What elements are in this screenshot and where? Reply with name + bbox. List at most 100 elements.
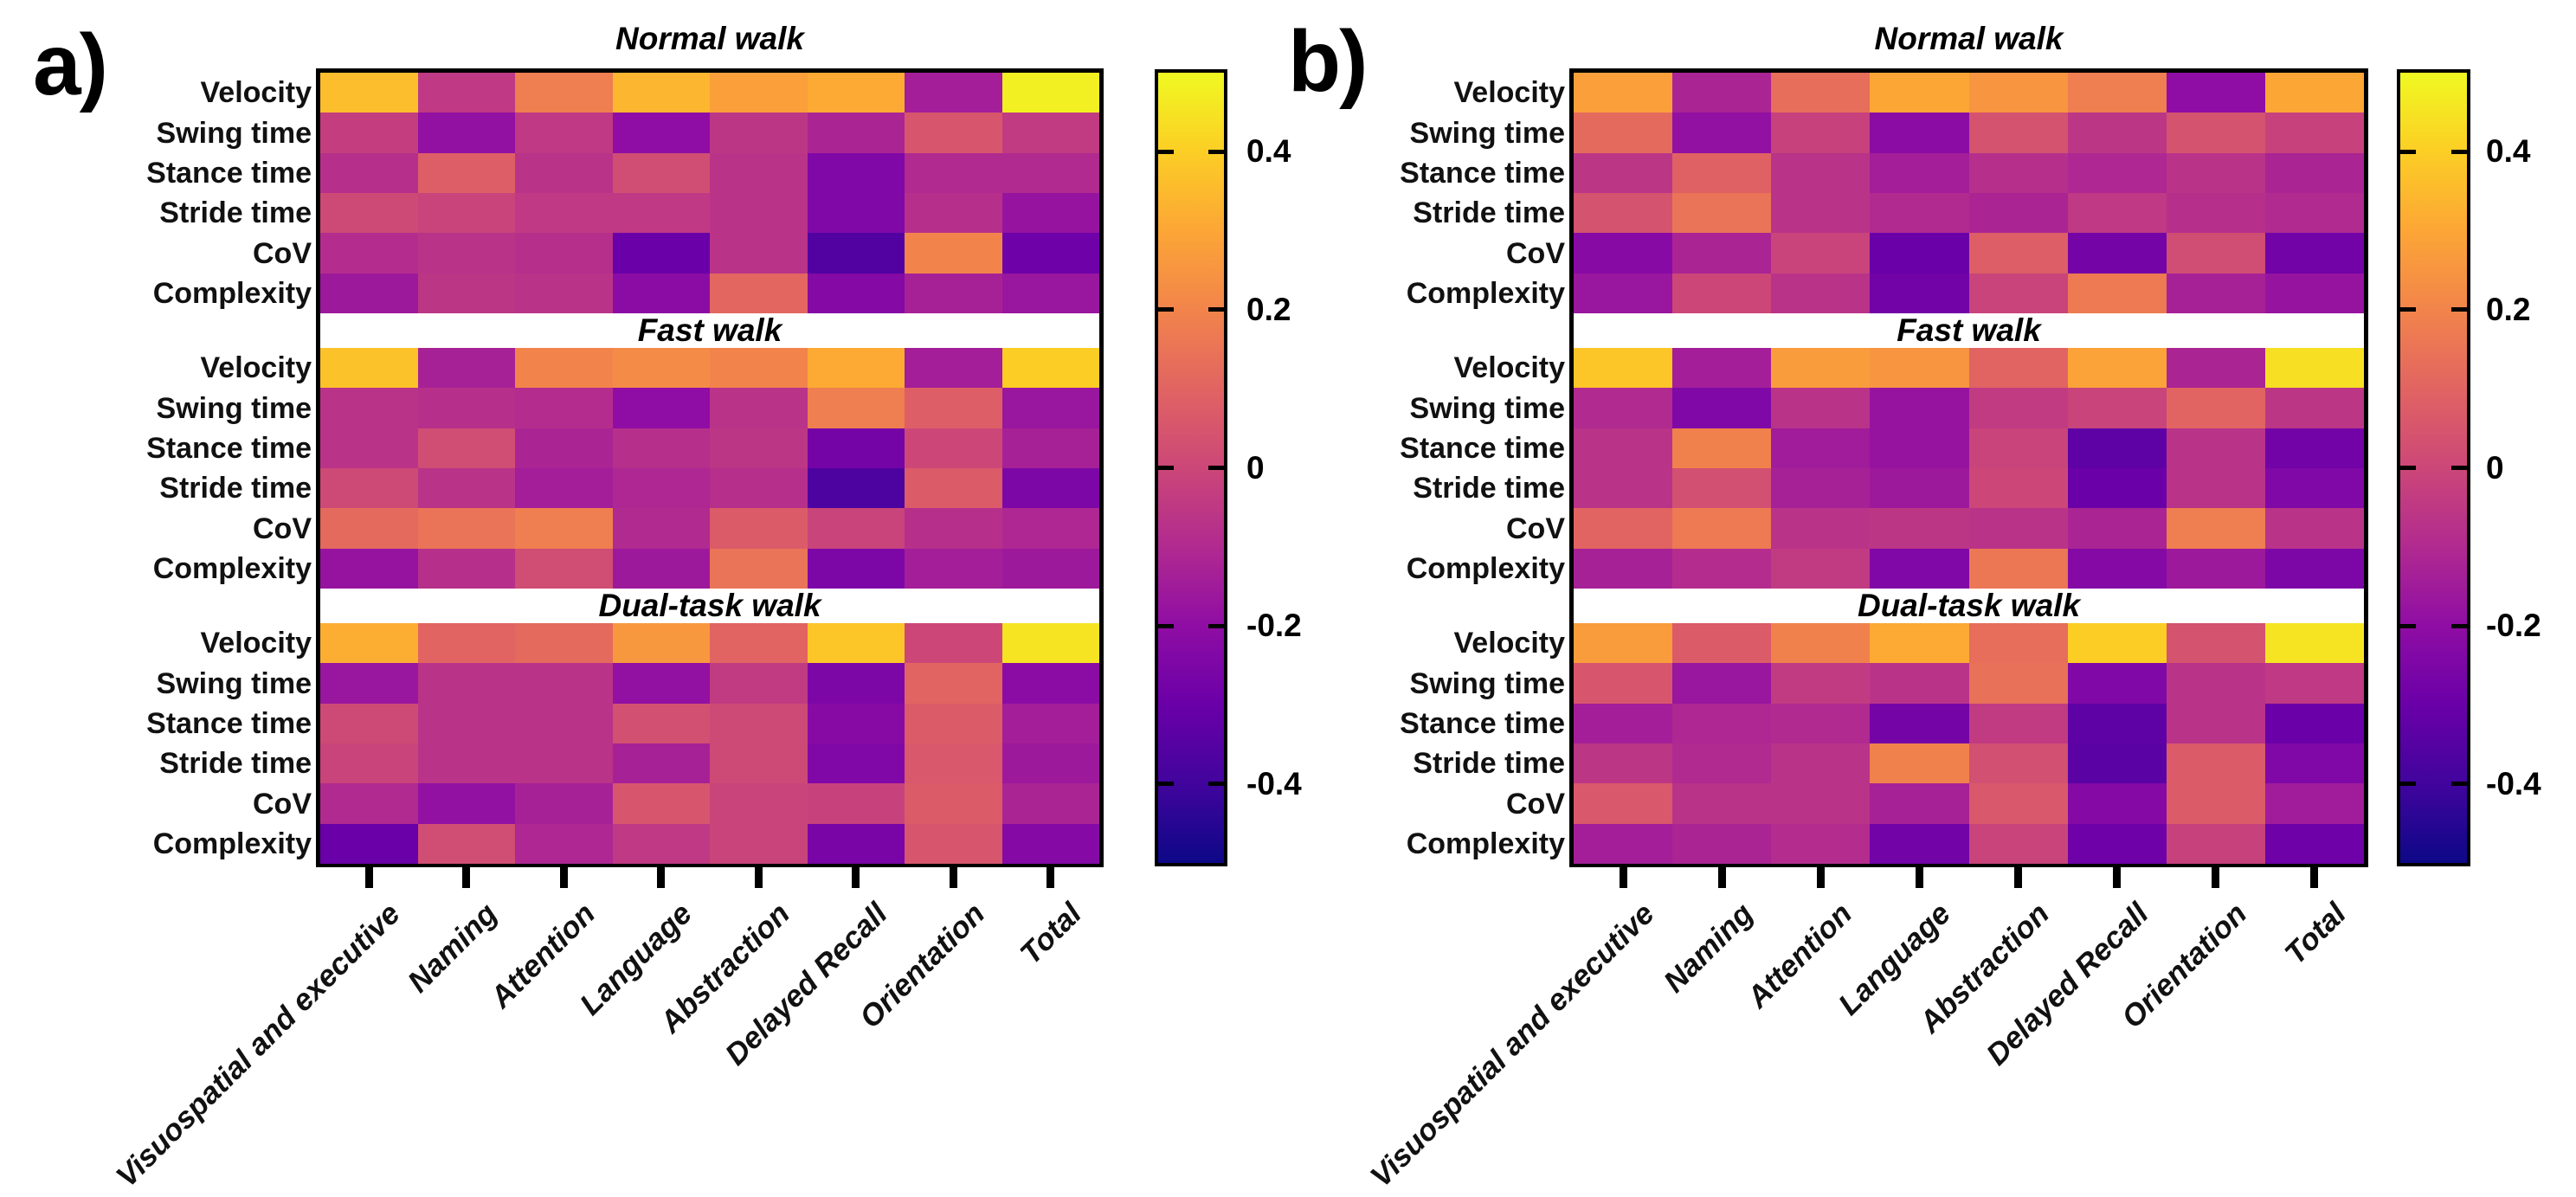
heatmap-cell <box>1672 508 1772 549</box>
heatmap-cell <box>320 623 418 664</box>
heatmap-cell <box>2067 388 2167 428</box>
block-title-a-1: Fast walk <box>637 312 782 348</box>
colorbar-tick-a-0 <box>1158 149 1174 154</box>
heatmap-cell <box>417 192 515 234</box>
heatmap-cell <box>1001 663 1099 704</box>
heatmap-cell <box>320 73 418 113</box>
heatmap-cell <box>710 388 808 428</box>
heatmap-cell <box>1001 823 1099 864</box>
heatmap-frame-a <box>316 68 1104 867</box>
x-tick-b-6 <box>2212 867 2220 888</box>
heatmap-cell <box>320 388 418 428</box>
heatmap-cell <box>2264 703 2364 743</box>
heatmap-cell <box>417 388 515 428</box>
heatmap-cell <box>905 152 1002 193</box>
heatmap-cell <box>612 233 710 274</box>
heatmap-cell <box>2067 783 2167 824</box>
heatmap-cell <box>417 783 515 824</box>
colorbar-tick-a-2 <box>1158 466 1174 470</box>
heatmap-cell <box>1574 273 1673 313</box>
x-tick-a-7 <box>1046 867 1055 888</box>
heatmap-cell <box>515 113 613 153</box>
heatmap-cell <box>1574 663 1673 704</box>
heatmap-cell <box>1968 508 2068 549</box>
heatmap-cell <box>1574 703 1673 743</box>
heatmap-cell <box>807 548 905 589</box>
row-label-b-0-4: CoV <box>1506 236 1565 270</box>
heatmap-cell <box>320 703 418 743</box>
heatmap-cell <box>905 623 1002 664</box>
colorbar-tick-label-a-0: 0.4 <box>1246 133 1291 170</box>
colorbar-tick-a-1 <box>1158 307 1174 312</box>
heatmap-cell <box>710 428 808 468</box>
row-label-b-0-5: Complexity <box>1406 276 1565 310</box>
heatmap-cell <box>612 548 710 589</box>
heatmap-cell <box>1574 548 1673 589</box>
heatmap-cell <box>1574 388 1673 428</box>
heatmap-cell <box>2166 428 2265 468</box>
heatmap-cell <box>515 233 613 274</box>
heatmap-cell <box>1771 113 1871 153</box>
heatmap-cell <box>320 823 418 864</box>
row-label-a-1-4: CoV <box>253 512 312 545</box>
heatmap-cell <box>905 467 1002 509</box>
heatmap-cell <box>1001 192 1099 234</box>
heatmap-cell <box>1771 548 1871 589</box>
heatmap-cell <box>807 508 905 549</box>
heatmap-cell <box>2166 508 2265 549</box>
heatmap-cell <box>807 152 905 193</box>
colorbar-tick-b-0-r <box>2451 149 2467 154</box>
heatmap-cell <box>320 152 418 193</box>
x-label-a-7: Total <box>1014 897 1089 971</box>
heatmap-cell <box>1771 743 1871 784</box>
heatmap-cell <box>1001 152 1099 193</box>
heatmap-cell <box>612 73 710 113</box>
colorbar-tick-a-0-r <box>1208 149 1224 154</box>
heatmap-cell <box>1574 113 1673 153</box>
heatmap-cell <box>1672 388 1772 428</box>
heatmap-cell <box>905 548 1002 589</box>
row-label-b-2-0: Velocity <box>1453 627 1565 660</box>
heatmap-cell <box>710 467 808 509</box>
heatmap-cell <box>515 192 613 234</box>
heatmap-cell <box>710 548 808 589</box>
heatmap-cell <box>1771 388 1871 428</box>
x-label-b-1: Naming <box>1657 897 1760 1000</box>
heatmap-cell <box>2067 152 2167 193</box>
row-label-b-2-1: Swing time <box>1409 666 1565 700</box>
heatmap-cell <box>1574 192 1673 234</box>
heatmap-cell <box>1672 783 1772 824</box>
row-label-a-0-4: CoV <box>253 236 312 270</box>
heatmap-cell <box>807 743 905 784</box>
heatmap-cell <box>515 73 613 113</box>
heatmap-cell <box>2067 703 2167 743</box>
heatmap-cell <box>2166 192 2265 234</box>
heatmap-cell <box>710 508 808 549</box>
heatmap-cell <box>1672 467 1772 509</box>
heatmap-cell <box>1771 783 1871 824</box>
colorbar-tick-a-3 <box>1158 623 1174 628</box>
heatmap-cell <box>905 388 1002 428</box>
heatmap-cell <box>1870 467 1969 509</box>
colorbar-tick-label-b-3: -0.2 <box>2486 608 2541 644</box>
heatmap-cell <box>612 743 710 784</box>
heatmap-cell <box>1870 348 1969 389</box>
heatmap-cell <box>1968 783 2068 824</box>
row-label-b-0-2: Stance time <box>1400 156 1565 190</box>
heatmap-cell <box>515 623 613 664</box>
row-label-a-1-2: Stance time <box>146 431 312 465</box>
x-tick-a-1 <box>462 867 471 888</box>
heatmap-cell <box>515 428 613 468</box>
heatmap-cell <box>612 663 710 704</box>
heatmap-cell <box>2166 623 2265 664</box>
heatmap-cell <box>320 548 418 589</box>
row-label-a-2-3: Stride time <box>159 747 312 781</box>
heatmap-cell <box>612 152 710 193</box>
row-label-b-2-4: CoV <box>1506 787 1565 821</box>
heatmap-cell <box>515 273 613 313</box>
x-tick-a-5 <box>852 867 860 888</box>
row-label-b-1-4: CoV <box>1506 512 1565 545</box>
heatmap-cell <box>710 743 808 784</box>
row-label-a-0-2: Stance time <box>146 156 312 190</box>
heatmap-cell <box>1672 703 1772 743</box>
